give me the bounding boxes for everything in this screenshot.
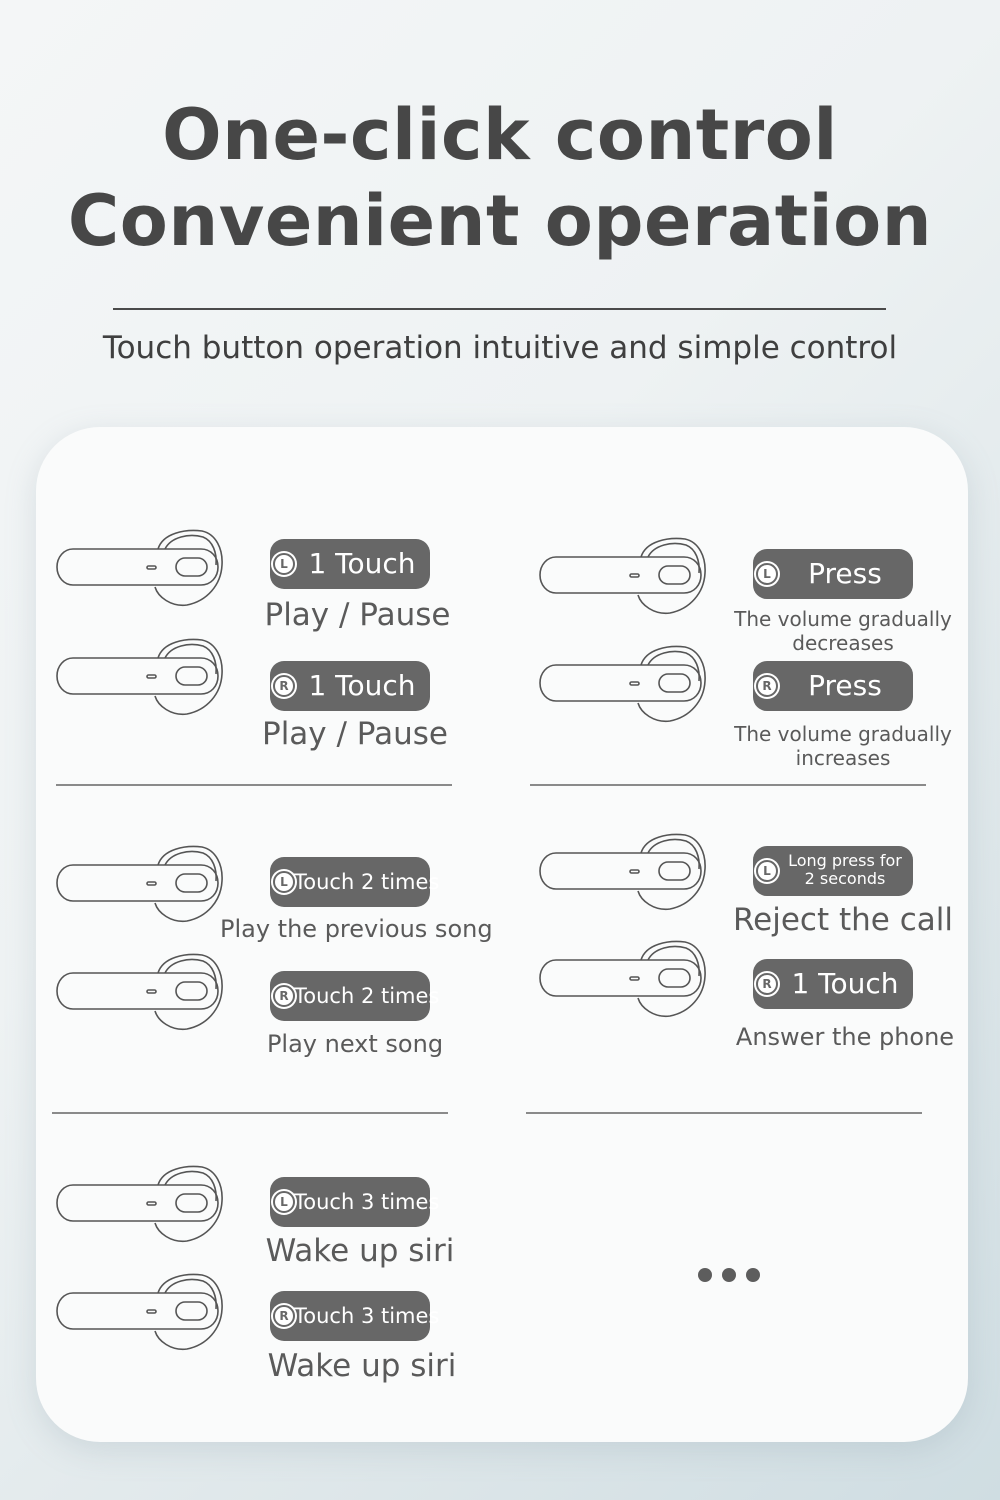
section-divider (52, 1112, 448, 1114)
earbud-icon (538, 535, 708, 615)
right-badge-icon: R (273, 675, 295, 697)
right-badge-icon: R (273, 985, 295, 1007)
earbud-icon (55, 843, 225, 923)
reject-call-label: Reject the call (733, 902, 953, 938)
right-badge-icon: R (756, 973, 778, 995)
right-touch-2-pill: R Touch 2 times (270, 971, 439, 1021)
left-badge-icon: L (756, 860, 778, 882)
right-press-pill: R Press (753, 661, 913, 711)
right-touch-pill: R 1 Touch (270, 661, 430, 711)
right-badge-icon: R (273, 1305, 295, 1327)
section-divider (530, 784, 926, 786)
left-touch-pill: L 1 Touch (270, 539, 430, 589)
next-song-label: Play next song (266, 1030, 444, 1058)
left-press-pill: L Press (753, 549, 913, 599)
earbud-icon (55, 1163, 225, 1243)
earbud-icon (55, 951, 225, 1031)
play-pause-right-label: Play / Pause (262, 716, 448, 752)
section-divider (56, 784, 452, 786)
right-badge-icon: R (756, 675, 778, 697)
earbud-icon (55, 1271, 225, 1351)
ellipsis-icon (698, 1268, 764, 1284)
earbud-icon (538, 938, 708, 1018)
previous-song-label: Play the previous song (220, 915, 493, 943)
page-title-line2: Convenient operation (67, 180, 933, 262)
earbud-icon (538, 831, 708, 911)
left-long-press-pill: L Long press for 2 seconds (753, 846, 913, 896)
volume-increase-label: The volume gradually increases (734, 722, 952, 770)
title-divider (113, 308, 886, 310)
play-pause-left-label: Play / Pause (264, 597, 451, 633)
page-subtitle: Touch button operation intuitive and sim… (102, 330, 898, 366)
left-touch-2-pill: L Touch 2 times (270, 857, 439, 907)
earbud-icon (538, 643, 708, 723)
right-touch-3-pill: R Touch 3 times (270, 1291, 439, 1341)
answer-phone-label: Answer the phone (735, 1023, 955, 1051)
earbud-icon (55, 527, 225, 607)
left-badge-icon: L (756, 563, 778, 585)
volume-decrease-label: The volume gradually decreases (734, 607, 952, 655)
page-title-line1: One-click control (162, 94, 838, 176)
left-badge-icon: L (273, 553, 295, 575)
section-divider (526, 1112, 922, 1114)
left-badge-icon: L (273, 871, 295, 893)
right-touch-pill: R 1 Touch (753, 959, 913, 1009)
left-badge-icon: L (273, 1191, 295, 1213)
wake-siri-left-label: Wake up siri (265, 1233, 455, 1269)
left-touch-3-pill: L Touch 3 times (270, 1177, 439, 1227)
wake-siri-right-label: Wake up siri (267, 1348, 457, 1384)
earbud-icon (55, 636, 225, 716)
